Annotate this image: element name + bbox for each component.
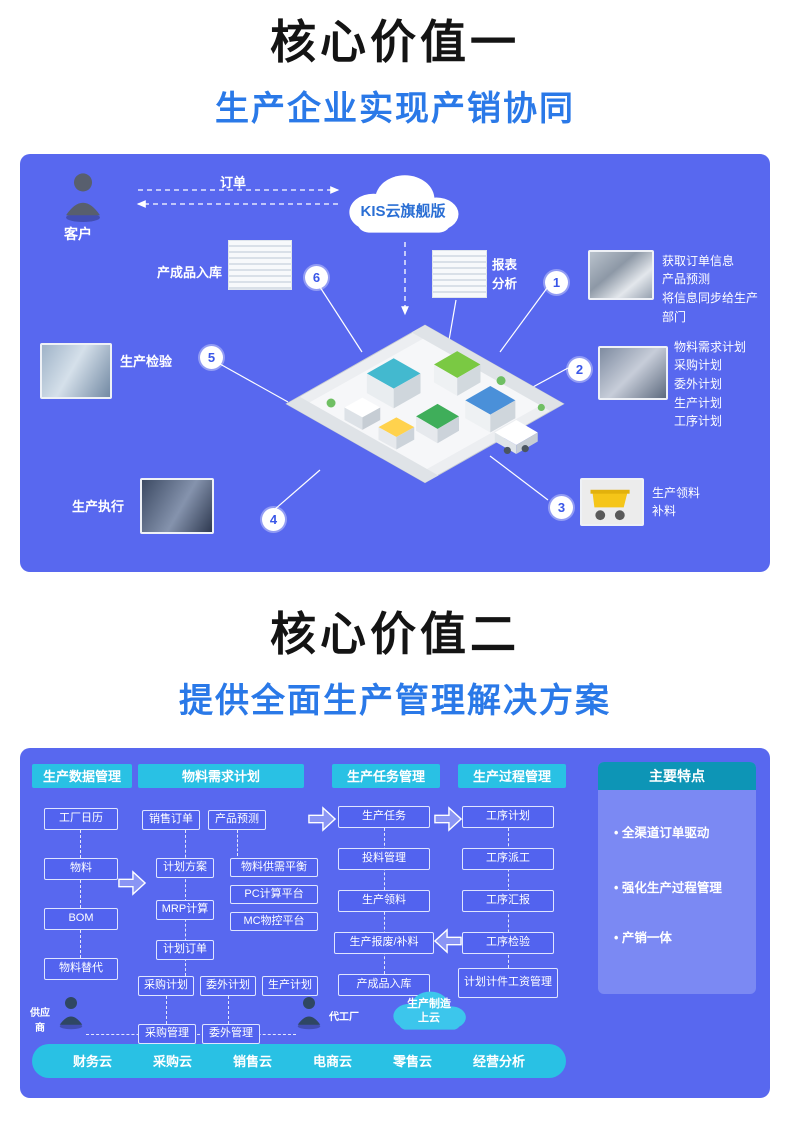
manufacturing-cloud-label: 生产制造 上云 (407, 997, 451, 1024)
step-circle-1: 1 (545, 270, 568, 294)
flow-box-product-forecast: 产品预测 (208, 809, 266, 830)
arrow-col4-col3 (434, 927, 462, 954)
photo-production-execution (140, 477, 214, 534)
oem-person-icon (294, 994, 324, 1030)
flow-box-sales-order: 销售订单 (142, 809, 200, 830)
kis-cloud: KIS云旗舰版 (338, 166, 468, 240)
flow-box-process-report: 工序汇报 (462, 889, 554, 912)
photo-quality-check (40, 342, 112, 399)
supplier-label: 供应 商 (30, 1007, 50, 1034)
step-circle-2: 2 (568, 357, 591, 381)
flow-box-plan-order: 计划订单 (156, 939, 214, 960)
solution-flowchart-panel: 生产数据管理 物料需求计划 生产任务管理 生产过程管理 工厂日历 物料 BOM … (20, 747, 770, 1098)
outsource-connector (228, 995, 229, 1024)
report-screenshot (432, 249, 487, 298)
oem-label: 代工厂 (329, 1011, 359, 1023)
small-cloud-icon (393, 991, 466, 1030)
col3-header: 生产任务管理 (332, 763, 440, 788)
purchase-connector (166, 995, 167, 1024)
flow-box-feeding: 投料管理 (338, 847, 430, 870)
step3-text: 生产领料 补料 (652, 485, 701, 519)
cloud-analytics: 经营分析 (472, 1054, 525, 1070)
cloud-ecommerce: 电商云 (312, 1054, 352, 1070)
section1-title: 核心价值一 (270, 16, 520, 68)
flow-box-material: 物料 (44, 857, 118, 880)
step4-label: 生产执行 (72, 498, 125, 514)
flow-box-plan-scheme: 计划方案 (156, 857, 214, 878)
supplier-person-icon (56, 994, 86, 1030)
flow-box-purchase-mgmt: 采购管理 (138, 1023, 196, 1044)
step-circle-6: 6 (305, 265, 328, 289)
factory-illustration (270, 318, 580, 488)
flow-box-outsource-mgmt: 委外管理 (202, 1023, 260, 1044)
feature-bullet-2: 强化生产过程管理 (614, 877, 750, 896)
flow-box-pc-platform: PC计算平台 (230, 884, 318, 904)
photo-order-info (588, 249, 654, 300)
features-header: 主要特点 (598, 761, 756, 790)
flow-box-supply-demand-balance: 物料供需平衡 (230, 857, 318, 877)
flow-box-material-substitute: 物料替代 (44, 957, 118, 980)
report-label: 报表 分析 (492, 257, 518, 291)
flow-box-material-issue: 生产领料 (338, 889, 430, 912)
cloud-icon (349, 175, 459, 233)
step1-text: 获取订单信息 产品预测 将信息同步给生产部门 (662, 253, 759, 324)
step-circle-5: 5 (200, 345, 223, 369)
cart-icon (590, 489, 630, 520)
production-sync-panel: 客户 订单 KIS云旗舰版 报表 分析 (20, 153, 770, 572)
order-label: 订单 (220, 174, 247, 190)
step2-text: 物料需求计划 采购计划 委外计划 生产计划 工序计划 (674, 339, 747, 429)
col1-connector (80, 829, 81, 958)
cloud-services-bar: 财务云 采购云 销售云 电商云 零售云 经营分析 (32, 1043, 566, 1078)
cloud-retail: 零售云 (392, 1054, 432, 1070)
step5-label: 生产检验 (120, 353, 173, 369)
flow-box-scrap-refill: 生产报废/补料 (334, 931, 434, 954)
customer-person-icon (60, 170, 106, 222)
flow-box-production-plan: 生产计划 (262, 975, 318, 996)
connector-lines (136, 185, 569, 511)
photo-planning (598, 345, 668, 400)
customer-label: 客户 (64, 225, 92, 242)
flow-box-outsource-plan: 委外计划 (200, 975, 256, 996)
arrow-col3-col4 (434, 805, 462, 832)
key-features-panel: 主要特点 全渠道订单驱动 强化生产过程管理 产销一体 (598, 761, 756, 994)
warehouse-screenshot (228, 239, 292, 290)
step-circle-3: 3 (550, 495, 573, 519)
manufacturing-cloud: 生产制造 上云 (386, 982, 472, 1038)
col4-header: 生产过程管理 (458, 763, 566, 788)
cloud-sales: 销售云 (232, 1054, 272, 1070)
col2-header: 物料需求计划 (138, 763, 304, 788)
step-circle-4: 4 (262, 507, 285, 531)
flow-box-finished-goods: 产成品入库 (338, 973, 430, 996)
flow-box-mc-platform: MC物控平台 (230, 911, 318, 931)
flow-box-factory-calendar: 工厂日历 (44, 807, 118, 830)
kis-cloud-label: KIS云旗舰版 (360, 202, 446, 220)
photo-material-cart (580, 477, 644, 526)
flow-box-bom: BOM (44, 907, 118, 930)
flow-box-piecework-wage: 计划计件工资管理 (458, 967, 558, 998)
step6-label: 产成品入库 (156, 264, 222, 280)
flow-box-process-dispatch: 工序派工 (462, 847, 554, 870)
col2-forecast-connector (237, 829, 238, 856)
section1-subtitle: 生产企业实现产销协同 (215, 89, 575, 128)
section2-title: 核心价值二 (270, 607, 520, 660)
col1-header: 生产数据管理 (32, 763, 132, 788)
flow-box-process-plan: 工序计划 (462, 805, 554, 828)
arrow-col1-col2 (118, 869, 146, 896)
flow-box-purchase-plan: 采购计划 (138, 975, 194, 996)
cloud-purchase: 采购云 (152, 1054, 192, 1070)
flow-box-production-task: 生产任务 (338, 805, 430, 828)
arrow-col2-col3 (308, 805, 336, 832)
cloud-finance: 财务云 (72, 1054, 112, 1070)
flow-box-mrp: MRP计算 (156, 899, 214, 920)
feature-bullet-3: 产销一体 (614, 927, 750, 946)
feature-bullet-1: 全渠道订单驱动 (614, 822, 750, 841)
section2-subtitle: 提供全面生产管理解决方案 (179, 681, 611, 720)
flow-box-process-inspect: 工序检验 (462, 931, 554, 954)
